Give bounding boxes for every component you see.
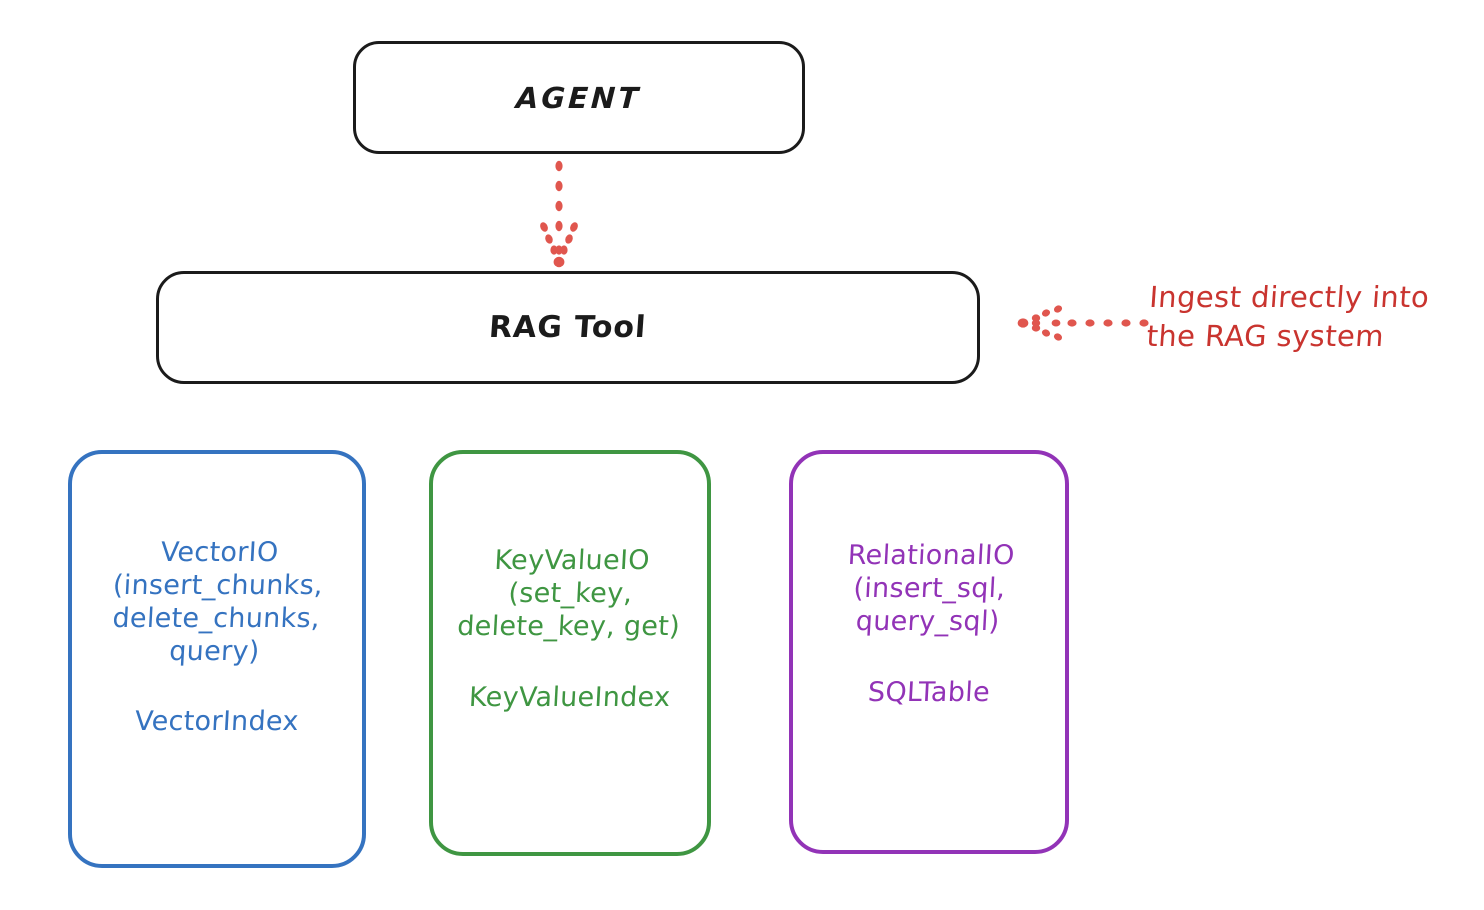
node-key-value-io-content: KeyValueIO (set_key, delete_key, get) Ke… [443,545,697,713]
node-relational-io-content: RelationalIO (insert_sql, query_sql) SQL… [803,540,1055,708]
node-key-value-io[interactable]: KeyValueIO (set_key, delete_key, get) Ke… [429,450,711,856]
node-relational-io[interactable]: RelationalIO (insert_sql, query_sql) SQL… [789,450,1069,854]
arrow-agent-to-rag-tool [540,160,578,268]
node-agent-label: AGENT [515,80,643,115]
annotation-ingest-directly: Ingest directly into the RAG system [1145,280,1431,354]
node-vector-io-title: VectorIO (insert_chunks, delete_chunks, … [111,536,324,667]
node-vector-io[interactable]: VectorIO (insert_chunks, delete_chunks, … [68,450,366,868]
node-agent[interactable]: AGENT [353,41,805,154]
node-vector-io-content: VectorIO (insert_chunks, delete_chunks, … [82,537,352,738]
node-vector-io-index: VectorIndex [134,706,300,738]
node-rag-tool-label: RAG Tool [488,310,648,345]
node-rag-tool[interactable]: RAG Tool [156,271,980,384]
node-relational-io-title: RelationalIO (insert_sql, query_sql) [846,540,1015,637]
node-relational-io-index: SQLTable [867,676,991,708]
node-key-value-io-title: KeyValueIO (set_key, delete_key, get) [456,545,681,642]
node-key-value-io-index: KeyValueIndex [468,681,672,713]
arrow-annotation-to-rag-tool [1017,305,1149,341]
